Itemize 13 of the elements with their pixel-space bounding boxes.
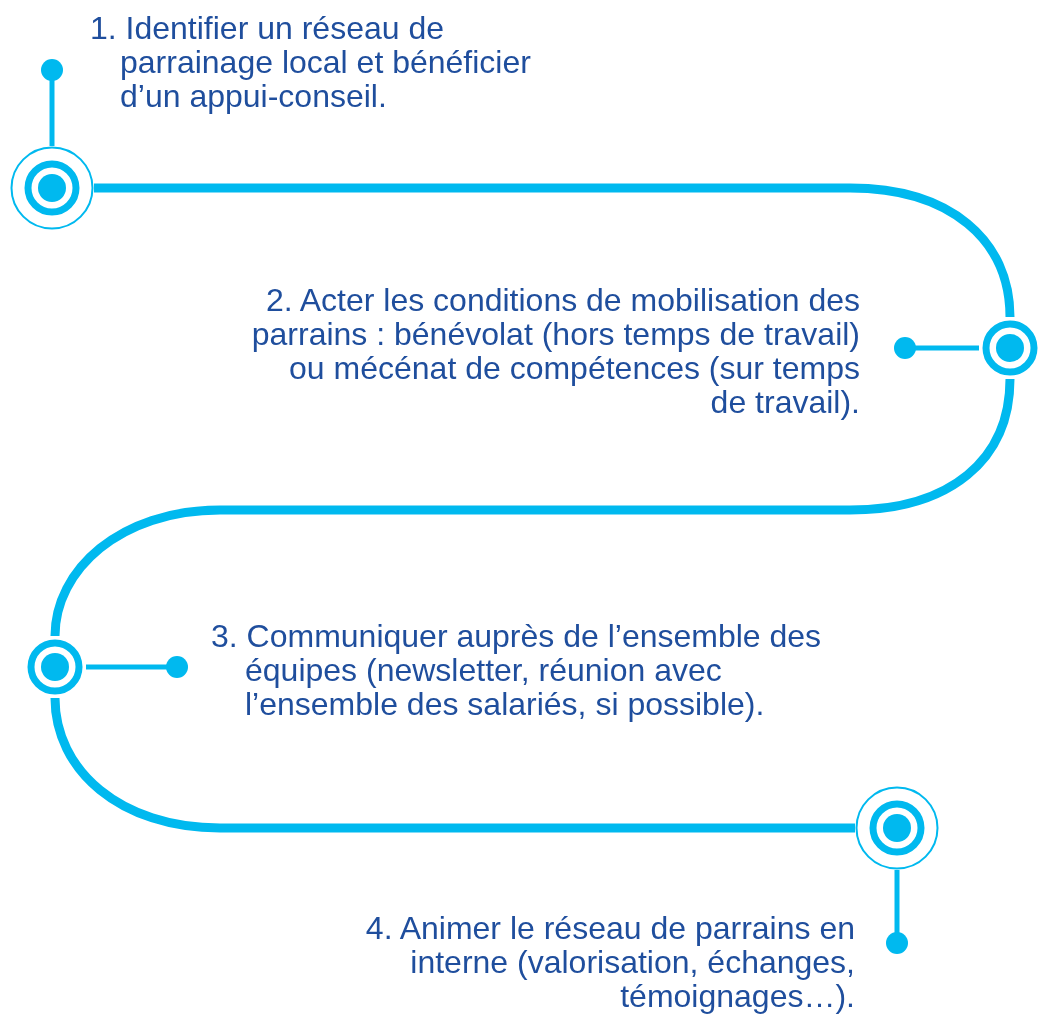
- path-line: [50, 378, 1015, 637]
- step-text: 1. Identifier un réseau de parrainage local et bénéficier d’un appui-conseil.: [52, 12, 577, 114]
- leader-line: [86, 656, 188, 678]
- step-text: 3. Communiquer auprès de l’ensemble des équipes (newsletter, réunion avec l’ensemble des salariés, si possible).: [177, 620, 827, 722]
- leader-line: [894, 337, 979, 359]
- path-line: [50, 697, 855, 833]
- leader-line: [886, 870, 908, 954]
- leader-line: [41, 59, 63, 146]
- step-text: 2. Acter les conditions de mobilisation des parrains : bénévolat (hors temps de travail) ou mécénat de compétences (sur temps de travail).: [250, 284, 905, 420]
- step-text: 4. Animer le réseau de parrains en interne (valorisation, échanges, témoignages…).: [332, 912, 897, 1014]
- milestone-marker: [10, 146, 94, 230]
- path-line: [94, 183, 1015, 318]
- milestone-marker: [855, 786, 939, 870]
